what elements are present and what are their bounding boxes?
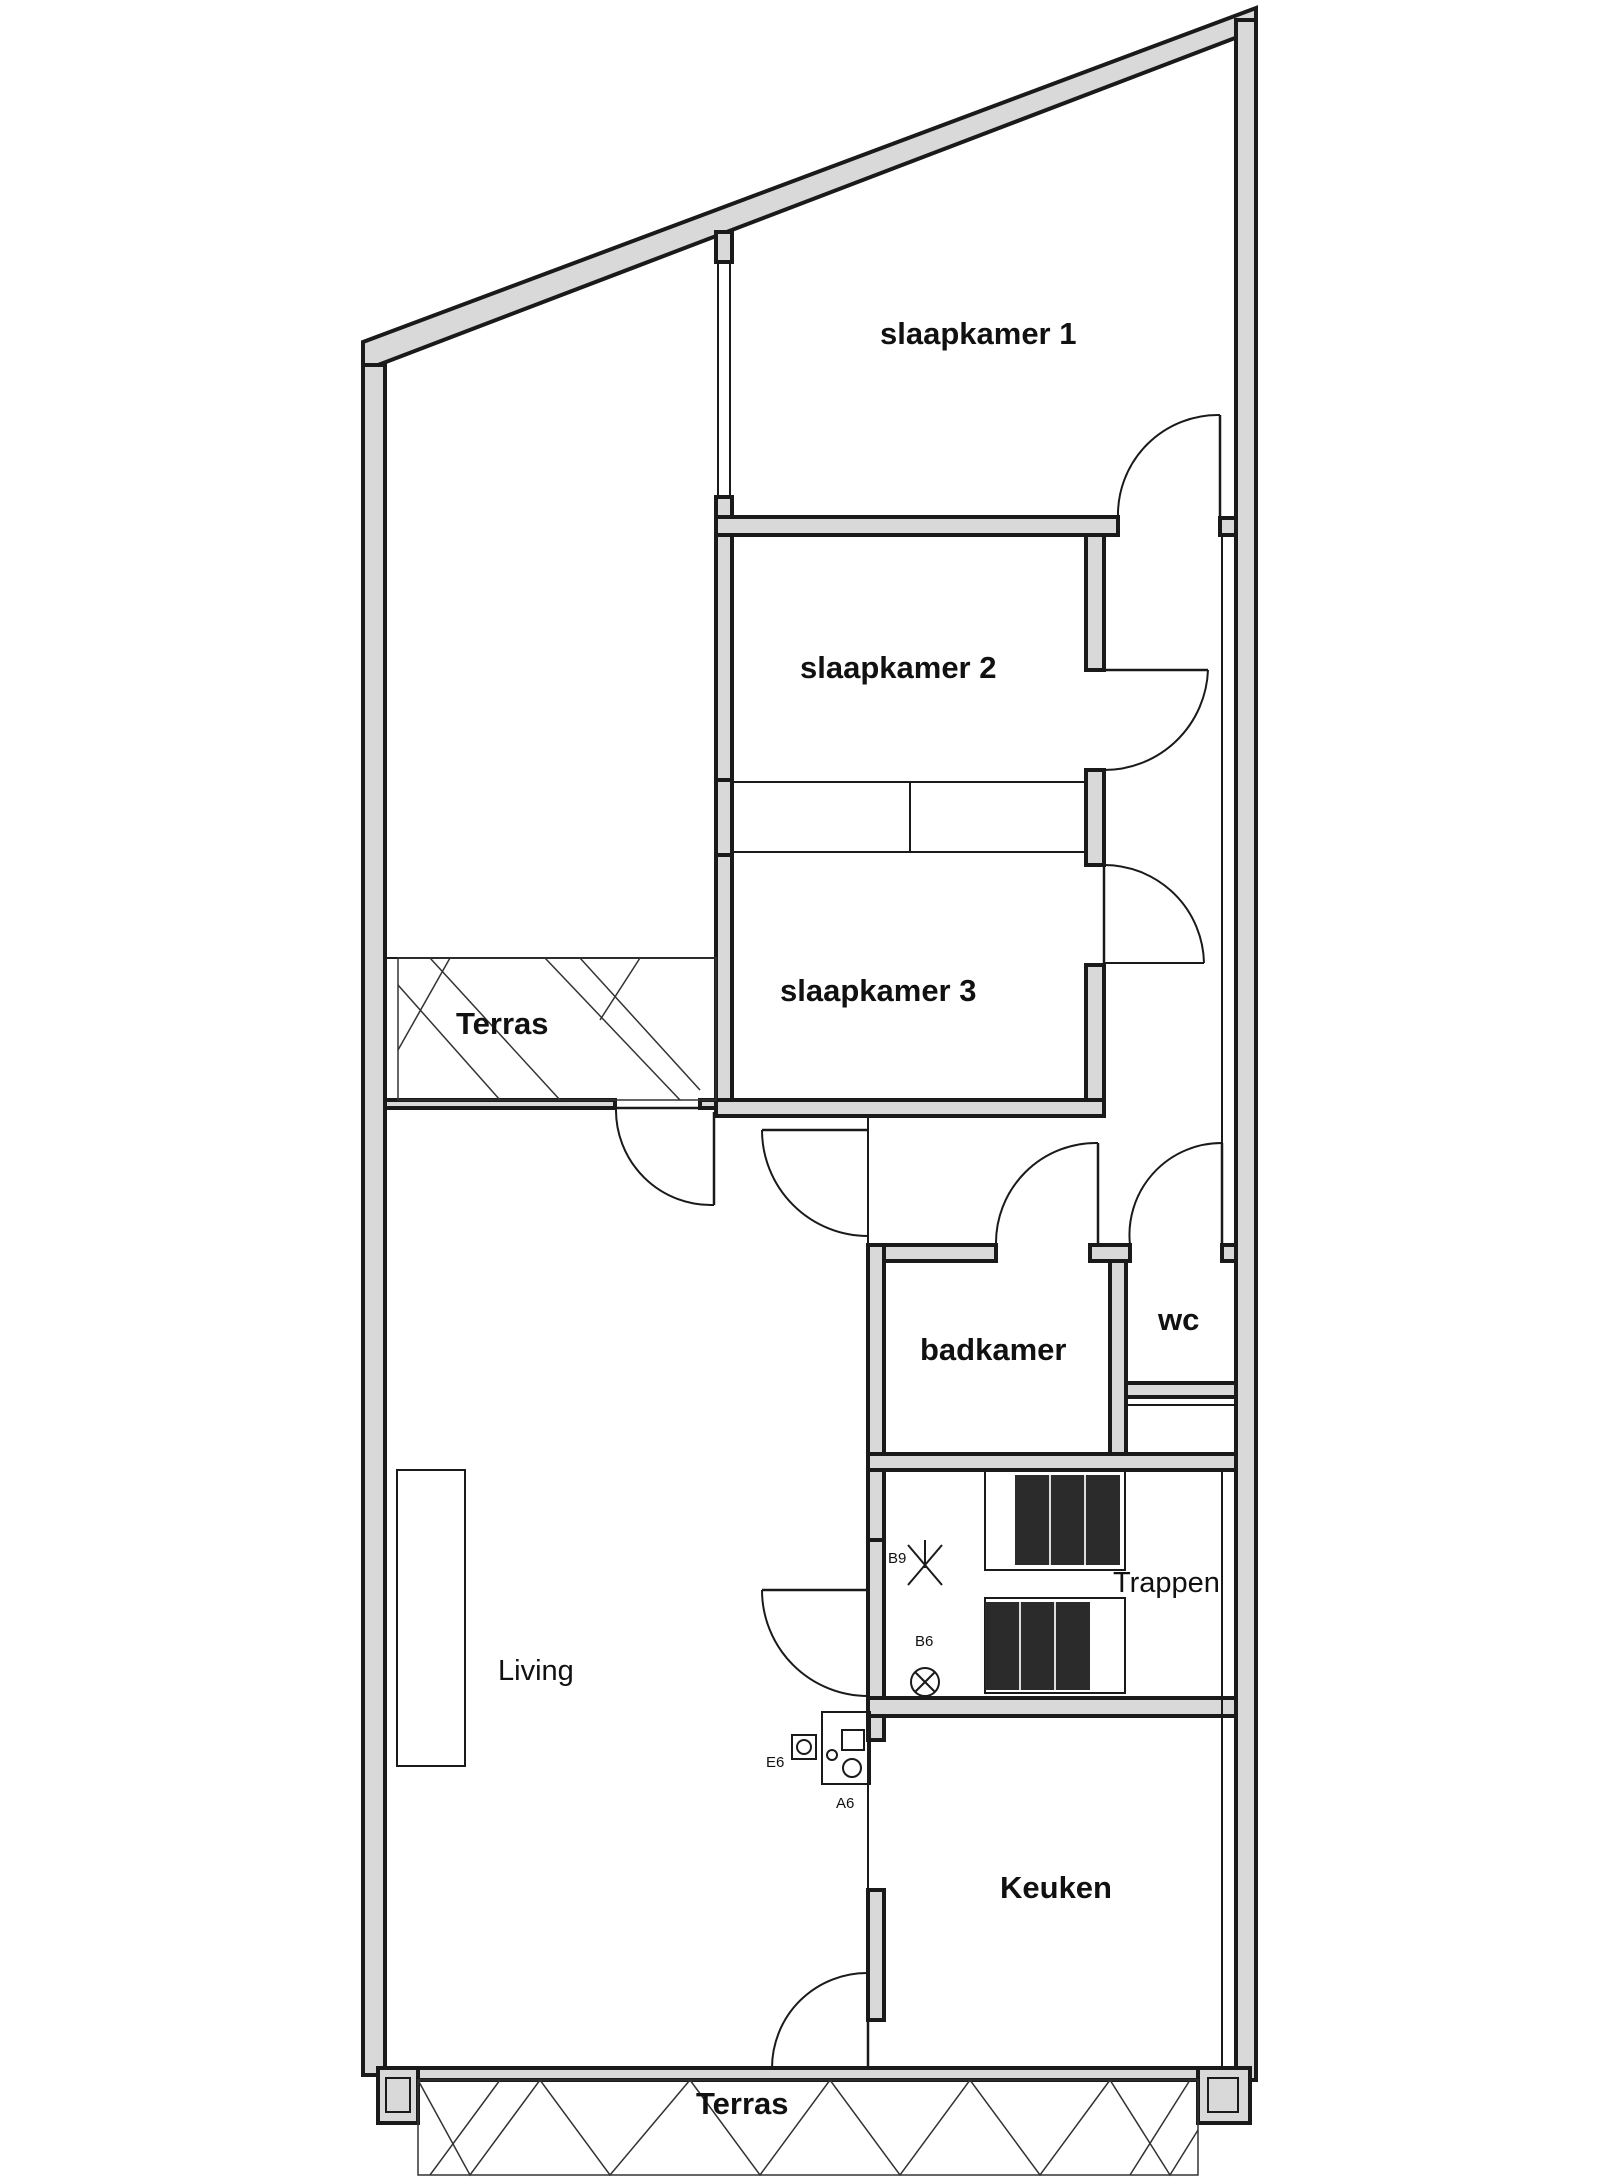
- door-living-terras: [614, 1106, 716, 1207]
- door-slaapkamer-3: [1102, 864, 1205, 964]
- bedroom-right-wall-c: [1084, 963, 1106, 1117]
- light-point-icon: [907, 1540, 943, 1586]
- ceiling-outlet-icon: [910, 1667, 940, 1697]
- fixture-a6-label: A6: [836, 1795, 854, 1812]
- door-badkamer: [994, 1141, 1100, 1246]
- stairs: [984, 1469, 1126, 1694]
- door-slaapkamer-2: [1103, 668, 1209, 771]
- bath-top-wall-right: [1220, 1243, 1238, 1263]
- room-label-terras-front: Terras: [696, 2086, 789, 2121]
- fixture-e6-label: E6: [766, 1754, 784, 1771]
- room-label-trappen: Trappen: [1113, 1567, 1220, 1599]
- room-labels: slaapkamer 1 slaapkamer 2 slaapkamer 3 T…: [456, 316, 1220, 2121]
- meter-icon: [791, 1734, 817, 1760]
- bath-top-wall: [866, 1243, 998, 1263]
- living-cabinet: [396, 1469, 466, 1767]
- stair-treads-upper: [1015, 1475, 1120, 1565]
- right-bottom-pillar: [1196, 2066, 1252, 2125]
- slaapkamer-3-bottom-wall: [714, 1098, 1106, 1118]
- wc-bottom-wall: [1124, 1381, 1238, 1399]
- bedroom-left-wall-c: [714, 853, 734, 1117]
- fixtures: B9 B6 E6 A6: [766, 1540, 943, 1812]
- room-label-slaapkamer-3: slaapkamer 3: [780, 973, 976, 1008]
- door-keuken: [771, 1740, 870, 2069]
- room-label-slaapkamer-1: slaapkamer 1: [880, 316, 1076, 351]
- room-label-badkamer: badkamer: [920, 1332, 1066, 1367]
- room-label-keuken: Keuken: [1000, 1870, 1112, 1905]
- terras-side-area: [397, 957, 717, 1101]
- keuken-top-wall: [866, 1696, 1238, 1718]
- bath-top-wall-mid: [1088, 1243, 1132, 1263]
- living-top-wall-stub: [698, 1098, 718, 1110]
- bath-wc-divider: [1108, 1259, 1128, 1463]
- partition-upper: [714, 230, 734, 264]
- room-label-slaapkamer-2: slaapkamer 2: [800, 650, 996, 685]
- fixture-b9-label: B9: [888, 1550, 906, 1567]
- right-wall: [1234, 18, 1258, 2082]
- top-slanted-wall: [361, 5, 1258, 367]
- interior-walls: [376, 230, 1252, 2125]
- left-wall: [361, 363, 387, 2077]
- door-corridor: [761, 1116, 869, 1245]
- living-top-wall: [383, 1098, 617, 1110]
- door-trappen: [761, 1588, 869, 1697]
- slaapkamer-2-top-wall: [714, 515, 1120, 537]
- door-wc: [1128, 1141, 1224, 1246]
- outer-walls: [361, 5, 1258, 2082]
- badkamer-bottom-wall: [866, 1452, 1238, 1472]
- room-label-wc: wc: [1157, 1302, 1199, 1337]
- bedroom-right-wall-a: [1084, 533, 1106, 672]
- corridor-upper-right-stub: [1218, 516, 1238, 537]
- room-label-living: Living: [498, 1655, 574, 1687]
- bedroom-left-wall-b: [714, 778, 734, 857]
- door-slaapkamer-1: [1116, 413, 1237, 530]
- terras-front-area: [417, 2078, 1199, 2177]
- stair-treads-lower: [985, 1602, 1090, 1690]
- fixture-b6-label: B6: [915, 1633, 933, 1650]
- bottom-wall: [383, 2066, 1238, 2082]
- kitchen-left-wall-b: [866, 1888, 886, 2022]
- bedroom-right-wall-b: [1084, 768, 1106, 867]
- bath-left-wall-lower: [866, 1538, 886, 1702]
- room-label-terras-side: Terras: [456, 1006, 549, 1041]
- water-meter-icon: [821, 1711, 871, 1785]
- doors: [614, 413, 1237, 2069]
- left-bottom-pillar: [376, 2066, 420, 2125]
- bedroom-left-wall-a: [714, 533, 734, 782]
